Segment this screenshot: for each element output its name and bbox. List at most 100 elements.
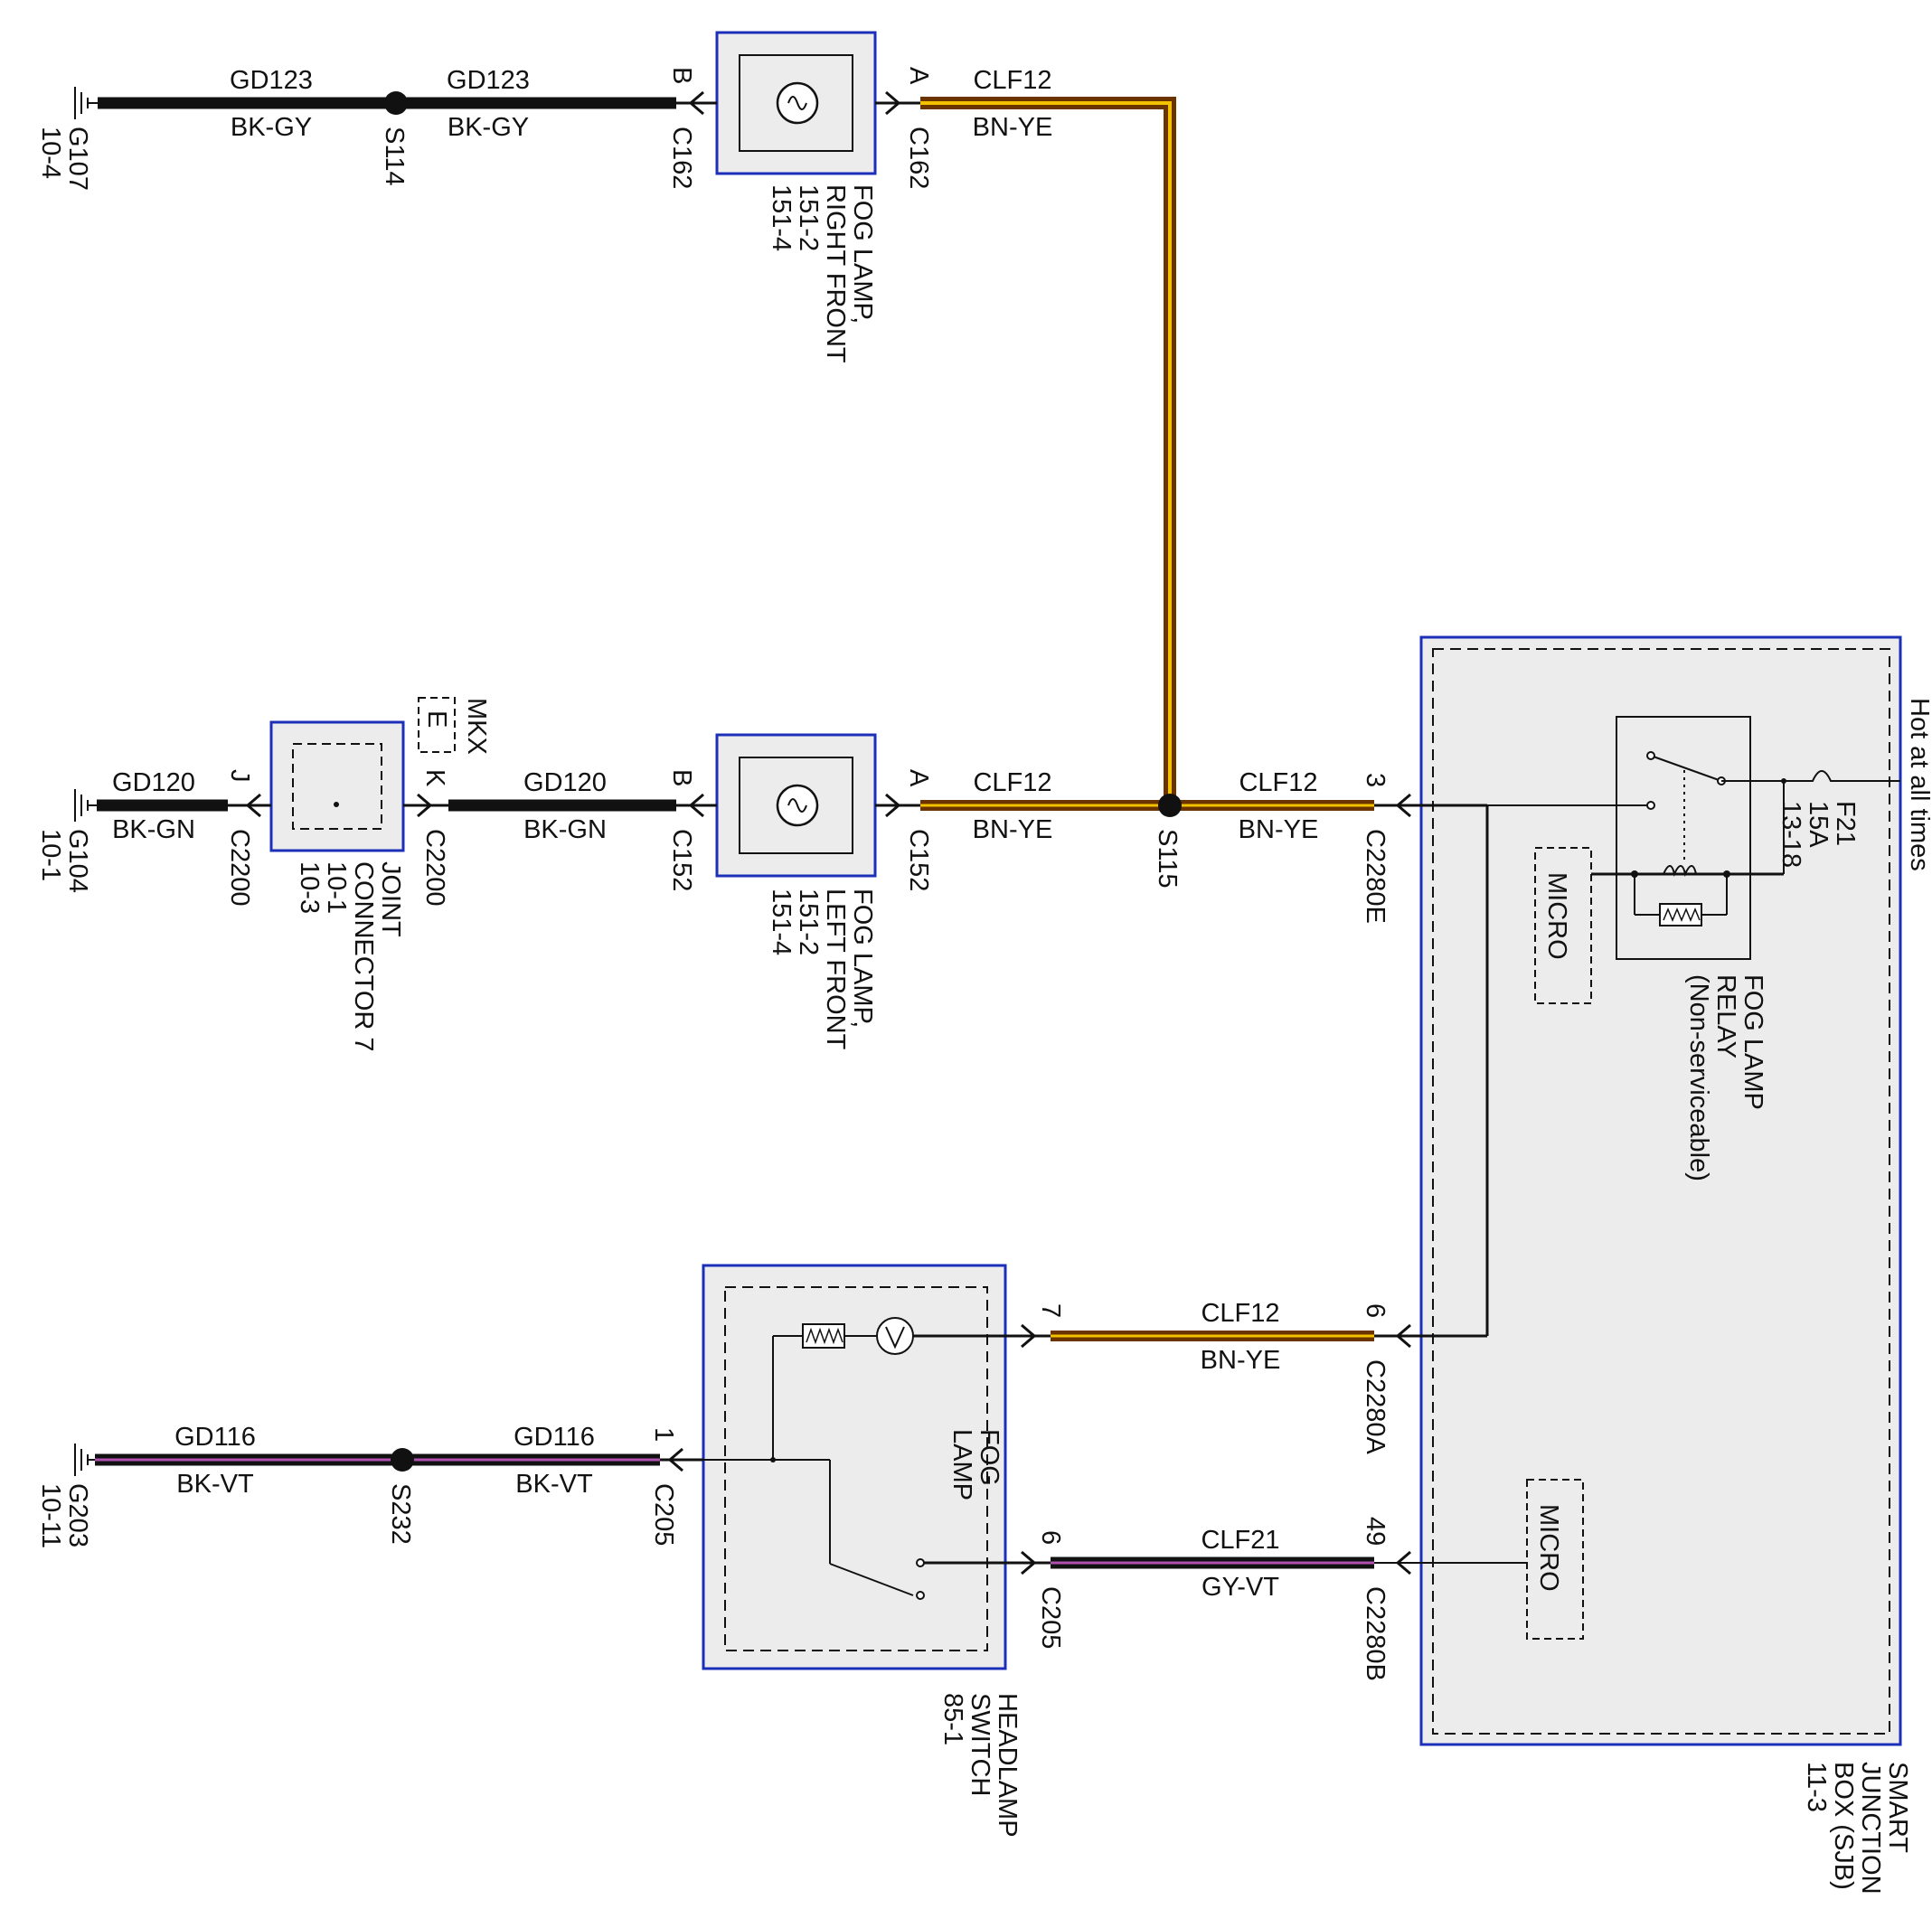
svg-text:151-4: 151-4 (767, 184, 796, 251)
relay-coil-icon (1663, 865, 1697, 878)
micro-box (1526, 1479, 1584, 1640)
svg-text:F21: F21 (1831, 801, 1860, 846)
svg-text:BOX (SJB): BOX (SJB) (1829, 1762, 1858, 1890)
connector-label: C2280B (1361, 1586, 1390, 1681)
pin-label: B (667, 769, 696, 786)
hot-at-all-times-label: Hot at all times (1905, 698, 1932, 871)
svg-text:CONNECTOR 7: CONNECTOR 7 (349, 861, 378, 1052)
svg-text:10-4: 10-4 (36, 127, 65, 179)
wire-circuit-label: GD116 (514, 1423, 595, 1452)
fog-lamp-switch-icon (829, 1563, 914, 1596)
pin-label: A (904, 67, 933, 85)
pin-label: J (225, 769, 254, 783)
fog-lamp-right-front-label: FOG LAMP, RIGHT FRONT 151-2 151-4 (767, 184, 877, 363)
svg-text:151-2: 151-2 (794, 184, 823, 251)
wire-color-label: BK-GY (231, 113, 312, 142)
splice-label: S232 (386, 1483, 415, 1545)
fog-switch-label: FOG LAMP (947, 1429, 1004, 1500)
connector-label: C152 (904, 829, 933, 891)
wire-circuit-label: CLF12 (973, 66, 1051, 95)
pin-label: 3 (1361, 773, 1390, 787)
splice-dot (384, 91, 408, 115)
connector-label: C2280A (1361, 1359, 1390, 1454)
svg-text:G107: G107 (63, 127, 92, 191)
wire-color-label: BN-YE (1201, 1346, 1281, 1375)
wire-color-label: BK-GY (448, 113, 529, 142)
svg-text:G203: G203 (63, 1483, 92, 1547)
pin-label: K (420, 769, 449, 787)
ground-label-g104: G104 10-1 (36, 829, 92, 893)
svg-text:10-1: 10-1 (322, 861, 351, 914)
joint-connector-7 (269, 720, 405, 852)
svg-text:10-11: 10-11 (36, 1483, 65, 1548)
svg-text:11-3: 11-3 (1802, 1762, 1831, 1812)
wire-color-label: BK-GN (523, 815, 607, 844)
wire-circuit-label: CLF12 (1239, 768, 1317, 797)
wire-color-label: BK-VT (176, 1470, 254, 1499)
svg-text:LEFT FRONT: LEFT FRONT (821, 889, 850, 1050)
wire-color-label: BN-YE (1239, 815, 1319, 844)
connector-label: C205 (649, 1483, 678, 1546)
wire-circuit-label: GD120 (523, 768, 607, 797)
pin-label: 1 (649, 1427, 678, 1442)
fog-lamp-relay-label: FOG LAMP RELAY (Non-serviceable) (1684, 974, 1767, 1181)
wire-circuit-label: GD120 (112, 768, 195, 797)
svg-text:85-1: 85-1 (938, 1693, 967, 1745)
svg-text:13-18: 13-18 (1776, 801, 1805, 868)
svg-text:SWITCH: SWITCH (966, 1693, 994, 1796)
fuse-icon (1784, 770, 1900, 782)
fog-lamp-left-front (715, 733, 877, 878)
wire-circuit-label: CLF12 (1201, 1299, 1279, 1328)
svg-text:JUNCTION: JUNCTION (1856, 1762, 1885, 1895)
svg-text:SMART: SMART (1883, 1762, 1912, 1853)
connector-label: C162 (904, 127, 933, 189)
mkx-option (418, 697, 456, 753)
svg-text:10-1: 10-1 (36, 829, 65, 881)
wire-color-label: BN-YE (973, 815, 1053, 844)
wire-circuit-label: GD116 (174, 1423, 256, 1452)
headlamp-switch-label: HEADLAMP SWITCH 85-1 (938, 1693, 1022, 1838)
micro-box (1534, 847, 1592, 1004)
svg-text:HEADLAMP: HEADLAMP (993, 1693, 1022, 1838)
micro-label: MICRO (1542, 872, 1571, 960)
wire-color-label: GY-VT (1202, 1573, 1279, 1602)
micro-label: MICRO (1534, 1504, 1563, 1592)
joint-connector-label: JOINT CONNECTOR 7 10-1 10-3 (295, 861, 405, 1052)
svg-text:RELAY: RELAY (1711, 974, 1740, 1058)
pin-label: A (904, 769, 933, 787)
svg-text:FOG LAMP: FOG LAMP (1739, 974, 1767, 1110)
pin-label: 6 (1361, 1303, 1390, 1318)
ground-icon (74, 87, 98, 1476)
ground-label-g203: G203 10-11 (36, 1483, 92, 1548)
connector-label: C162 (667, 127, 696, 189)
svg-text:151-4: 151-4 (767, 889, 796, 955)
wire-color-label: BK-GN (112, 815, 195, 844)
fog-lamp-right-front (715, 31, 877, 175)
svg-text:15A: 15A (1804, 801, 1833, 848)
splice-label: S115 (1153, 829, 1182, 889)
sjb-label: SMART JUNCTION BOX (SJB) 11-3 (1802, 1762, 1912, 1895)
svg-text:(Non-serviceable): (Non-serviceable) (1684, 974, 1713, 1181)
pin-label: B (667, 67, 696, 84)
wire-circuit-label: GD123 (230, 66, 313, 95)
wire-color-label: BN-YE (973, 113, 1053, 142)
wire-circuit-label: CLF12 (973, 768, 1051, 797)
svg-text:FOG LAMP,: FOG LAMP, (848, 184, 877, 324)
pin-label: 49 (1361, 1517, 1390, 1546)
splice-label: S114 (380, 127, 409, 186)
pin-label: 7 (1036, 1303, 1065, 1318)
pin-label: 6 (1036, 1530, 1065, 1545)
wire-circuit-label: CLF21 (1201, 1526, 1279, 1555)
svg-text:10-3: 10-3 (295, 861, 324, 914)
splice-dot (1158, 794, 1182, 817)
ground-label-g107: G107 10-4 (36, 127, 92, 191)
fuse-label: F21 15A 13-18 (1776, 801, 1860, 868)
svg-text:G104: G104 (63, 829, 92, 893)
connector-label: C205 (1036, 1586, 1065, 1649)
smart-junction-box (1419, 635, 1902, 1746)
svg-text:FOG LAMP,: FOG LAMP, (848, 889, 877, 1028)
wire-circuit-label: GD123 (447, 66, 530, 95)
wire-clf12-top (920, 97, 1176, 805)
svg-text:JOINT: JOINT (376, 861, 405, 937)
